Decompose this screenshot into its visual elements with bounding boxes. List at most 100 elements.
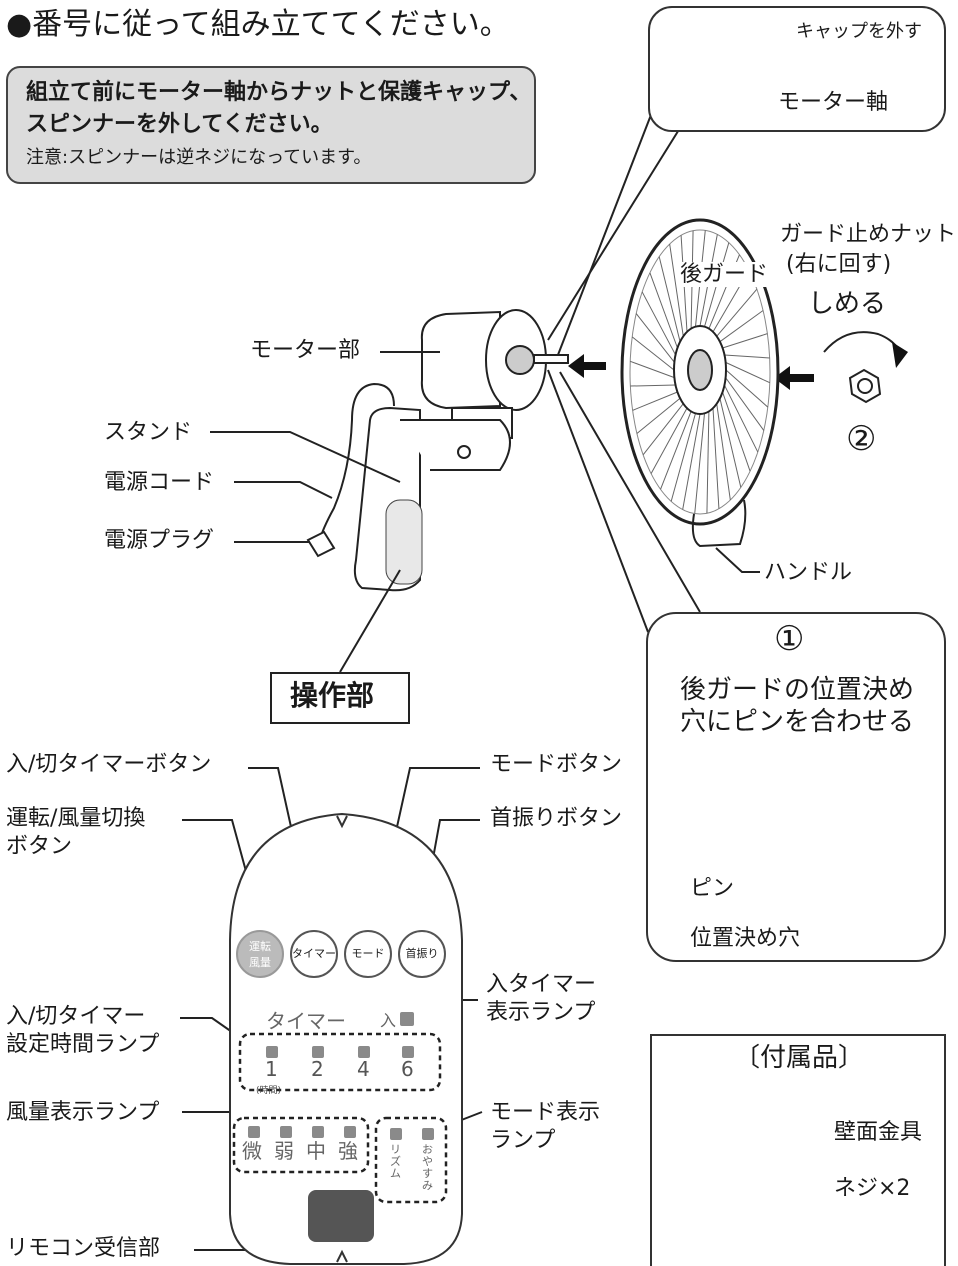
swing-button-label: 首振りボタン bbox=[490, 806, 623, 831]
timer-lamp-group bbox=[238, 1032, 442, 1092]
timer-lamp bbox=[312, 1046, 324, 1058]
run-button-text-1: 運転 bbox=[249, 940, 271, 953]
pin-alignment-callout bbox=[646, 612, 946, 962]
power-plug-label: 電源プラグ bbox=[104, 528, 215, 553]
accessories-title: 〔付属品〕 bbox=[734, 1043, 865, 1073]
wind-level-breeze: 微 bbox=[242, 1139, 262, 1163]
callout-line bbox=[547, 369, 649, 633]
on-timer-lamp-label-2: 表示ランプ bbox=[486, 1000, 596, 1025]
notice-caution: 注意:スピンナーは逆ネジになっています。 bbox=[26, 147, 372, 168]
mode-sleep-text: おやすみ bbox=[422, 1143, 433, 1192]
power-cord-label: 電源コード bbox=[104, 470, 215, 495]
timer-hour-1: 1 bbox=[265, 1057, 278, 1081]
mode-button[interactable]: モード bbox=[344, 930, 392, 978]
guard-spoke bbox=[716, 403, 731, 501]
stand-label: スタンド bbox=[104, 420, 193, 445]
mode-button-label: モードボタン bbox=[490, 752, 623, 777]
timer-lamp bbox=[358, 1046, 370, 1058]
wind-lamp-label: 風量表示ランプ bbox=[6, 1100, 160, 1125]
timer-hour-2: 2 bbox=[311, 1057, 324, 1081]
guard-spoke bbox=[722, 333, 768, 349]
motor-shaft-label: モーター軸 bbox=[778, 90, 889, 115]
timer-lamp bbox=[266, 1046, 278, 1058]
rear-guard-illustration bbox=[620, 218, 780, 573]
guard-spoke bbox=[650, 407, 688, 474]
timer-button[interactable]: タイマー bbox=[290, 930, 338, 978]
mode-lamp-label-2: ランプ bbox=[490, 1128, 556, 1153]
tighten-label: しめる bbox=[808, 289, 887, 319]
wall-bracket-label: 壁面金具 bbox=[834, 1120, 923, 1145]
guard-spoke bbox=[632, 391, 678, 411]
run-button-label-1: 運転/風量切換 bbox=[6, 806, 146, 831]
run-button-text-2: 風量 bbox=[249, 956, 271, 969]
wind-lamp bbox=[248, 1126, 260, 1138]
mode-rhythm-text: リズム bbox=[390, 1143, 401, 1180]
guard-spoke bbox=[631, 336, 675, 371]
guard-spoke bbox=[669, 243, 684, 337]
wind-level-lamps: 微 弱 中 強 bbox=[240, 1126, 364, 1166]
timer-hour-lamps: 1 2 4 6 bbox=[256, 1044, 426, 1084]
remote-receiver-label: リモコン受信部 bbox=[6, 1236, 161, 1261]
pin-label: ピン bbox=[690, 876, 735, 901]
mode-button-text: モード bbox=[351, 947, 385, 960]
control-unit-label: 操作部 bbox=[290, 679, 375, 712]
timer-hour-6: 6 bbox=[401, 1057, 414, 1081]
wind-level-low: 弱 bbox=[274, 1139, 294, 1163]
guard-spoke bbox=[636, 397, 681, 434]
rear-guard-label: 後ガード bbox=[680, 262, 769, 288]
guard-spoke bbox=[630, 360, 675, 379]
step-1-marker: ① bbox=[774, 619, 805, 659]
guard-spoke bbox=[670, 413, 696, 502]
pin-instruction-line-2: 穴にピンを合わせる bbox=[680, 707, 915, 737]
wind-level-high: 強 bbox=[338, 1139, 358, 1163]
motor-label: モーター部 bbox=[250, 338, 361, 363]
fan-motor-illustration bbox=[306, 309, 569, 592]
wind-level-mid: 中 bbox=[306, 1139, 326, 1163]
guard-spoke bbox=[722, 391, 751, 472]
control-panel-illustration bbox=[229, 812, 463, 1265]
on-timer-lamp-label-1: 入タイマー bbox=[486, 972, 597, 997]
guard-spoke bbox=[723, 384, 759, 453]
rotate-arrow-icon bbox=[892, 342, 908, 368]
guard-spoke bbox=[712, 408, 720, 509]
timer-hour-4: 4 bbox=[357, 1057, 370, 1081]
motor-shaft-callout bbox=[648, 6, 946, 132]
swing-button[interactable]: 首振り bbox=[398, 930, 446, 978]
timer-lamp-label-2: 設定時間ランプ bbox=[6, 1032, 160, 1057]
cap-remove-label: キャップを外す bbox=[796, 21, 922, 42]
wind-lamp bbox=[344, 1126, 356, 1138]
mode-lamp-label-1: モード表示 bbox=[490, 1100, 601, 1125]
guard-spoke bbox=[725, 361, 771, 384]
guard-spoke bbox=[719, 310, 764, 343]
swing-button-text: 首振り bbox=[405, 947, 439, 960]
hours-unit: (時間) bbox=[256, 1086, 282, 1096]
arrow-left-icon bbox=[774, 366, 814, 390]
remote-receiver-window bbox=[308, 1190, 374, 1242]
guard-spoke bbox=[641, 291, 677, 356]
handle-label: ハンドル bbox=[764, 560, 853, 585]
page-heading: ●番号に従って組み立ててください。 bbox=[6, 7, 510, 42]
run-wind-button[interactable]: 運転 風量 bbox=[236, 930, 284, 978]
guard-spoke bbox=[719, 398, 742, 488]
notice-line-2: スピンナーを外してください。 bbox=[26, 112, 333, 137]
guard-spoke bbox=[725, 369, 769, 408]
guard-spoke bbox=[630, 384, 676, 387]
wind-lamp bbox=[312, 1126, 324, 1138]
callout-line bbox=[559, 371, 701, 613]
wind-lamp bbox=[280, 1126, 292, 1138]
mode-lamp-rhythm bbox=[390, 1128, 402, 1140]
mode-lamp-sleep bbox=[422, 1128, 434, 1140]
run-button-label-2: ボタン bbox=[6, 834, 73, 859]
control-unit-label-box bbox=[270, 672, 410, 724]
positioning-hole-label: 位置決め穴 bbox=[690, 926, 801, 951]
pin-instruction-line-1: 後ガードの位置決め bbox=[680, 675, 915, 705]
guard-nut-direction: (右に回す) bbox=[786, 252, 892, 277]
on-timer-lamp bbox=[400, 1012, 414, 1026]
guard-spoke bbox=[724, 354, 770, 359]
guard-spoke bbox=[642, 403, 684, 456]
guard-nut-label: ガード止めナット bbox=[780, 222, 957, 247]
guard-nut-illustration bbox=[823, 331, 908, 404]
guard-spoke bbox=[694, 413, 706, 514]
timer-lamp-label-1: 入/切タイマー bbox=[6, 1004, 146, 1029]
